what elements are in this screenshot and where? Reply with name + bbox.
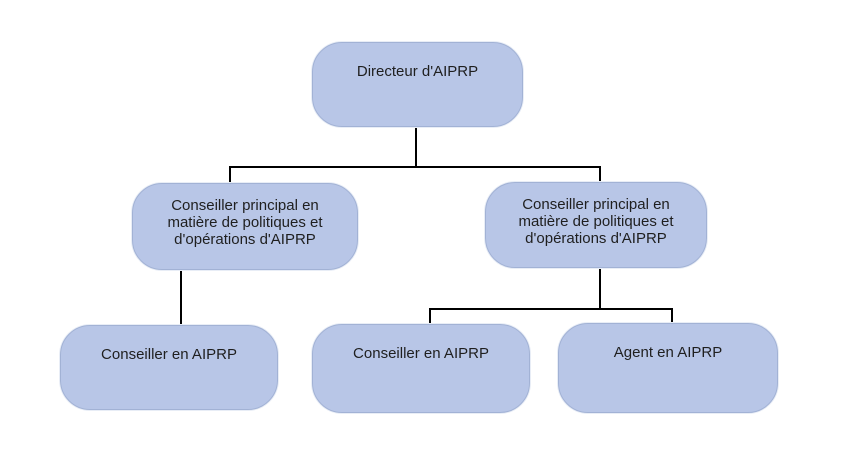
org-node-label: Conseiller principal en matière de polit… [518,196,674,247]
org-node-label: Conseiller en AIPRP [101,346,237,363]
org-node-conseiller-principal-1: Conseiller principal en matière de polit… [132,183,358,270]
org-node-conseiller-aiprp-2: Conseiller en AIPRP [312,324,530,413]
org-node-conseiller-aiprp-1: Conseiller en AIPRP [60,325,278,410]
org-node-agent-aiprp: Agent en AIPRP [558,323,778,413]
org-node-label: Directeur d'AIPRP [356,63,479,80]
org-node-conseiller-principal-2: Conseiller principal en matière de polit… [485,182,707,268]
org-node-label: Agent en AIPRP [613,344,723,361]
org-node-label: Conseiller principal en matière de polit… [167,197,323,248]
org-node-label: Conseiller en AIPRP [353,345,489,362]
org-node-directeur: Directeur d'AIPRP [312,42,523,127]
